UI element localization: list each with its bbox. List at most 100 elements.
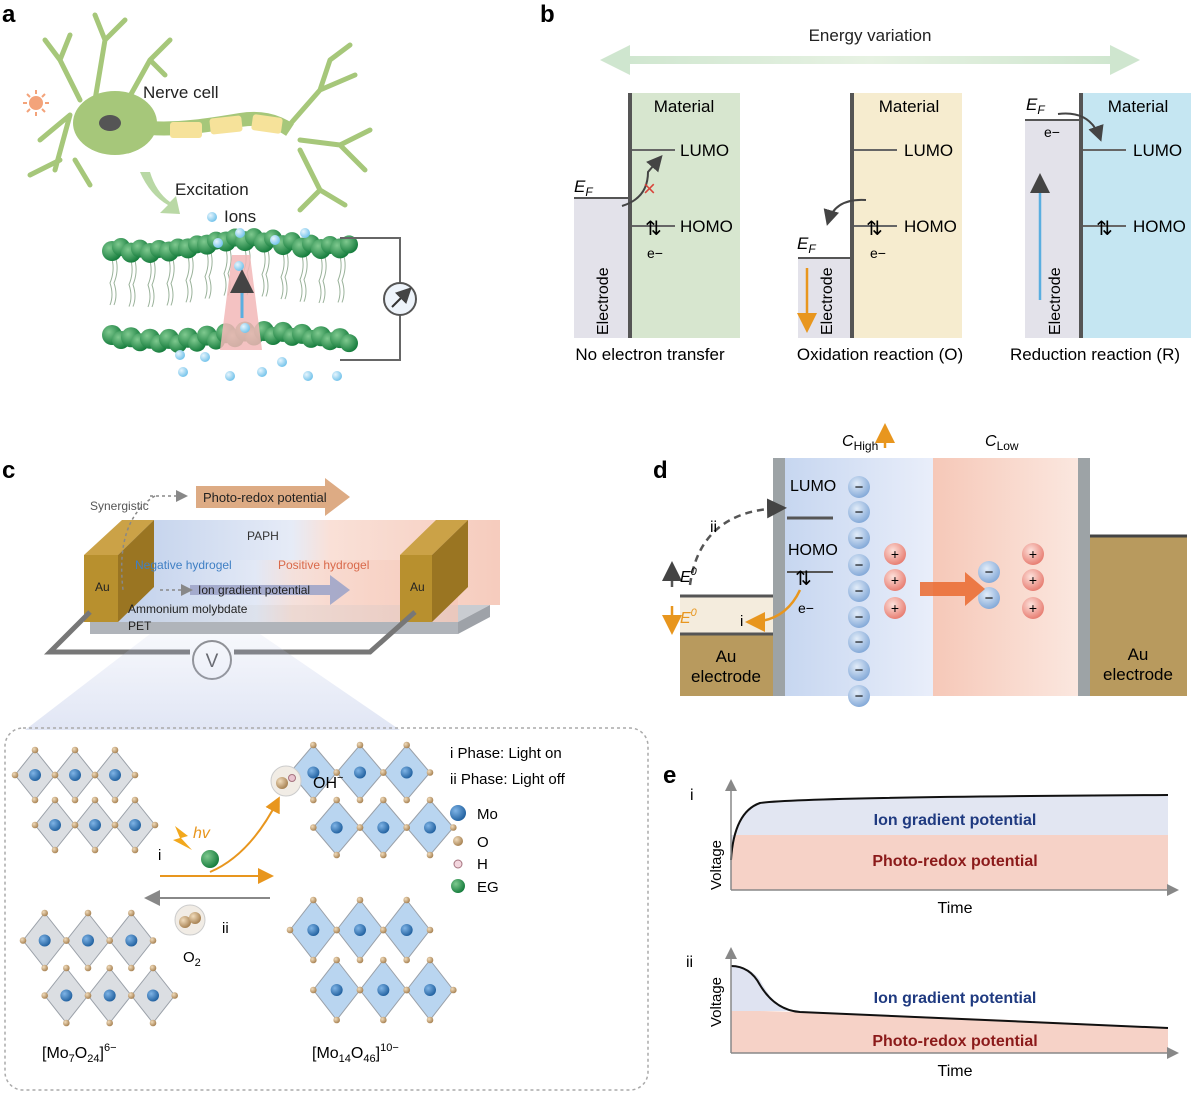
anion xyxy=(848,659,870,681)
mo-atom xyxy=(354,924,366,936)
o-atom xyxy=(356,956,364,964)
cation xyxy=(1022,597,1044,619)
fermi-level-label: EF xyxy=(797,234,816,256)
lumo-label: LUMO xyxy=(680,141,729,160)
device-3d xyxy=(84,520,500,634)
o-atom xyxy=(356,824,364,831)
homo-label: HOMO xyxy=(1133,217,1186,236)
cation-sign: + xyxy=(1029,572,1037,588)
paph-label: PAPH xyxy=(247,529,279,543)
path-ii-arrow xyxy=(688,498,787,586)
anion-sign: − xyxy=(985,590,994,607)
o-atom xyxy=(426,926,434,934)
ion xyxy=(277,357,287,367)
zoom-cone xyxy=(25,634,400,730)
cation-sign: + xyxy=(1029,600,1037,616)
mo-atom xyxy=(147,989,159,1002)
o-atom xyxy=(149,1019,157,1027)
ion xyxy=(175,350,185,360)
o-atom xyxy=(310,956,317,964)
o-atom xyxy=(450,824,457,831)
lumo-label: LUMO xyxy=(904,141,953,160)
chart-i-ylabel: Voltage xyxy=(708,840,725,890)
anion xyxy=(978,587,1000,609)
ion-legend-icon xyxy=(207,212,217,222)
electron-label: e− xyxy=(1044,124,1060,140)
panel-e: e i Ion gradient potential Photo-redox p… xyxy=(663,762,1179,1080)
ion xyxy=(270,235,280,245)
o-atom xyxy=(128,909,135,917)
anion-sign: − xyxy=(855,557,864,574)
o-atom xyxy=(111,746,119,754)
anion-sign: − xyxy=(855,662,864,679)
o-atom xyxy=(63,1019,70,1027)
mo-atom xyxy=(89,819,101,831)
o-atom xyxy=(426,851,434,859)
anion-sign: − xyxy=(855,530,864,547)
caption-no-transfer: No electron transfer xyxy=(575,345,725,364)
photo-redox-label: Photo-redox potential xyxy=(203,490,327,505)
o-atom xyxy=(31,746,39,754)
ion xyxy=(200,352,210,362)
mo-atom xyxy=(400,766,413,779)
electron-spin-icon: ⇅ xyxy=(645,218,662,240)
electrode-label: Electrode xyxy=(819,267,836,335)
ion-gradient-label: Ion gradient potential xyxy=(198,583,310,597)
chart-i-ion-gradient: Ion gradient potential xyxy=(874,812,1037,829)
ions-label: Ions xyxy=(224,207,256,226)
panel-b: b Energy variation Material LUMO HOMO ⇅ … xyxy=(540,1,1191,364)
mo-atom xyxy=(400,924,413,936)
energy-variation-arrow xyxy=(600,45,1140,75)
o-atom xyxy=(84,992,92,999)
hv-label: hv xyxy=(193,825,211,842)
eg-molecule xyxy=(201,850,219,868)
o-atom xyxy=(450,986,457,994)
anion-sign: − xyxy=(855,583,864,600)
o-atom xyxy=(403,896,410,904)
c-low-label: CLow xyxy=(985,433,1019,453)
o-atom xyxy=(356,986,364,994)
o-atom xyxy=(380,1016,387,1024)
o-atom xyxy=(310,824,317,831)
cation xyxy=(1022,569,1044,591)
phase-i-label: i xyxy=(158,847,161,864)
chart-i-label: i xyxy=(690,787,694,804)
anion xyxy=(978,561,1000,583)
ammonium-label: Ammonium molybdate xyxy=(128,602,248,616)
o-atom xyxy=(128,992,135,999)
o-atom xyxy=(151,821,159,829)
o-atom xyxy=(84,964,92,972)
excitation-arrow xyxy=(140,172,180,214)
au-left-line1: Au xyxy=(716,647,737,666)
path-i-label: i xyxy=(740,613,743,630)
positive-hydrogel-region xyxy=(933,458,1078,696)
cation xyxy=(884,569,906,591)
o-atom xyxy=(171,992,178,999)
cluster xyxy=(11,746,159,854)
anion-sign: − xyxy=(985,564,994,581)
mo-atom xyxy=(424,821,436,834)
excitation-label: Excitation xyxy=(175,180,249,199)
o-atom xyxy=(426,956,434,964)
energy-variation-label: Energy variation xyxy=(809,26,932,45)
voltage-curve xyxy=(730,965,1169,1029)
photo-redox-arrow xyxy=(196,478,350,516)
caption-reduction: Reduction reaction (R) xyxy=(1010,345,1180,364)
ion-gradient-area xyxy=(731,966,790,1011)
o-atom xyxy=(356,741,364,749)
ion-distribution: −−−−−−−−−+++−−+++ xyxy=(848,476,1044,707)
o-atom xyxy=(106,964,113,972)
anion xyxy=(848,580,870,602)
o-atom xyxy=(310,741,317,749)
anion xyxy=(848,685,870,707)
o-atom xyxy=(131,771,139,779)
o-atom xyxy=(310,796,317,804)
ion xyxy=(300,228,310,238)
mo-atom xyxy=(29,769,41,781)
lipid-bilayer xyxy=(102,228,358,353)
au-right-line1: Au xyxy=(1128,645,1149,664)
o-atom xyxy=(63,937,70,944)
voltmeter-icon xyxy=(383,282,417,316)
anion-sign: − xyxy=(855,479,864,496)
cluster xyxy=(19,909,178,1027)
